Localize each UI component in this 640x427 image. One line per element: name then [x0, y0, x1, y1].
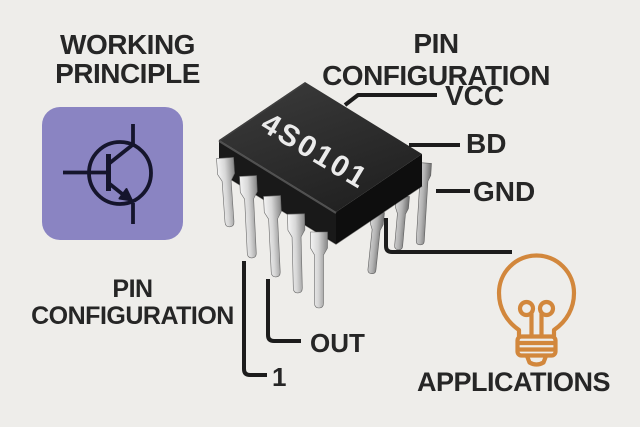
pin-configuration-bottom-line2: CONFIGURATION [31, 302, 234, 330]
pin-label-1: 1 [272, 362, 287, 392]
pin-configuration-bottom-line1: PIN [112, 275, 153, 303]
working-principle-panel [42, 107, 183, 240]
vcc-leader-line [343, 93, 437, 107]
applications-title: APPLICATIONS [417, 367, 611, 397]
working-principle-line1: WORKING [60, 29, 195, 60]
lightbulb-icon [496, 253, 577, 367]
working-principle-title: WORKING PRINCIPLE [40, 30, 215, 88]
pin-label-gnd: GND [473, 176, 536, 207]
pin-label-vcc: VCC [445, 80, 505, 111]
chip-front-pins [216, 157, 328, 309]
pin-configuration-bottom-title: PIN CONFIGURATION [30, 276, 235, 330]
out-leader-line [266, 279, 301, 343]
npn-transistor-icon [63, 124, 153, 224]
working-principle-line2: PRINCIPLE [55, 58, 200, 89]
pin-configuration-top-title: PIN CONFIGURATION [322, 28, 550, 91]
leader-lines [242, 93, 512, 377]
pin1-leader-line [242, 261, 267, 377]
pin-label-bd: BD [466, 128, 507, 159]
applications-leader-line [384, 218, 512, 254]
pin-label-out: OUT [310, 328, 365, 358]
chip-body: 4S0101 [218, 82, 423, 245]
